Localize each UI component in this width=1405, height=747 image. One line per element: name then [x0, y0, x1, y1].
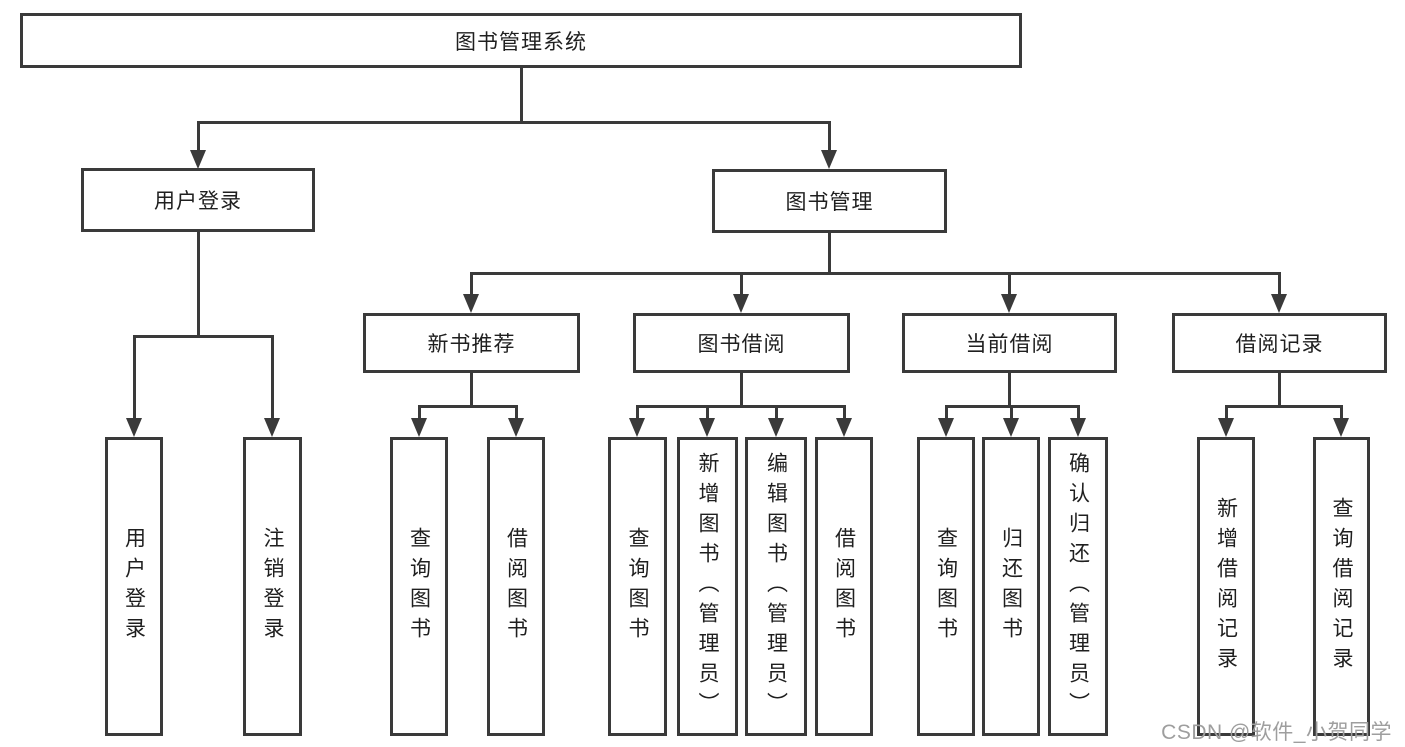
- leaf-add-book-admin-label: 新增图书（管理员）: [696, 451, 719, 722]
- connector-arrow: [411, 418, 427, 437]
- node-current-borrow-label: 当前借阅: [965, 333, 1054, 356]
- leaf-recommend-query-book: 查询图书: [390, 437, 448, 736]
- connector-arrow: [768, 418, 784, 437]
- connector-line: [271, 335, 274, 420]
- node-new-book-recommend: 新书推荐: [363, 313, 580, 373]
- connector-line: [740, 373, 743, 405]
- leaf-edit-book-admin: 编辑图书（管理员）: [745, 437, 807, 736]
- connector-line: [418, 405, 421, 421]
- leaf-confirm-return-admin-label: 确认归还（管理员）: [1066, 451, 1090, 722]
- connector-line: [1008, 373, 1011, 405]
- connector-arrow: [508, 418, 524, 437]
- connector-line: [197, 121, 831, 124]
- leaf-edit-book-admin-label: 编辑图书（管理员）: [764, 451, 788, 722]
- leaf-borrow-book: 借阅图书: [815, 437, 873, 736]
- connector-arrow: [1333, 418, 1349, 437]
- connector-line: [1225, 405, 1228, 421]
- leaf-logout: 注销登录: [243, 437, 302, 736]
- connector-arrow: [733, 294, 749, 313]
- connector-arrow: [1003, 418, 1019, 437]
- connector-line: [1008, 272, 1011, 296]
- leaf-recommend-borrow-book-label: 借阅图书: [504, 526, 528, 647]
- leaf-logout-label: 注销登录: [261, 526, 284, 647]
- connector-arrow: [1001, 294, 1017, 313]
- csdn-watermark: CSDN @软件_小贺同学: [1161, 721, 1392, 744]
- node-current-borrow: 当前借阅: [902, 313, 1117, 373]
- node-book-management-label: 图书管理: [785, 191, 874, 214]
- connector-arrow: [938, 418, 954, 437]
- connector-arrow: [126, 418, 142, 437]
- leaf-user-login: 用户登录: [105, 437, 163, 736]
- leaf-return-book-label: 归还图书: [999, 526, 1023, 647]
- connector-line: [775, 405, 778, 421]
- leaf-borrow-query-book-label: 查询图书: [626, 526, 649, 647]
- leaf-recommend-query-book-label: 查询图书: [407, 526, 431, 647]
- connector-line: [740, 272, 743, 296]
- connector-arrow: [190, 150, 206, 169]
- connector-line: [843, 405, 846, 421]
- connector-line: [1278, 373, 1281, 405]
- connector-line: [133, 335, 136, 420]
- connector-line: [828, 121, 831, 151]
- node-root-label: 图书管理系统: [455, 30, 587, 54]
- leaf-borrow-query-book: 查询图书: [608, 437, 667, 736]
- node-new-book-recommend-label: 新书推荐: [427, 333, 516, 356]
- node-user-login: 用户登录: [81, 168, 315, 232]
- leaf-query-borrow-record-label: 查询借阅记录: [1330, 496, 1353, 677]
- leaf-confirm-return-admin: 确认归还（管理员）: [1048, 437, 1108, 736]
- leaf-add-borrow-record: 新增借阅记录: [1197, 437, 1255, 736]
- connector-arrow: [264, 418, 280, 437]
- connector-line: [470, 272, 1281, 275]
- connector-arrow: [629, 418, 645, 437]
- leaf-current-query-book-label: 查询图书: [934, 526, 958, 647]
- connector-arrow: [1070, 418, 1086, 437]
- leaf-current-query-book: 查询图书: [917, 437, 975, 736]
- connector-arrow: [836, 418, 852, 437]
- connector-line: [1340, 405, 1343, 421]
- node-user-login-label: 用户登录: [154, 190, 242, 213]
- leaf-add-borrow-record-label: 新增借阅记录: [1214, 496, 1238, 677]
- node-book-borrow-label: 图书借阅: [697, 333, 786, 356]
- connector-line: [515, 405, 518, 421]
- connector-arrow: [699, 418, 715, 437]
- connector-line: [1278, 272, 1281, 296]
- leaf-borrow-book-label: 借阅图书: [832, 526, 856, 647]
- leaf-user-login-label: 用户登录: [122, 526, 146, 647]
- leaf-return-book: 归还图书: [982, 437, 1040, 736]
- node-book-management: 图书管理: [712, 169, 947, 233]
- connector-line: [470, 272, 473, 296]
- connector-arrow: [1218, 418, 1234, 437]
- connector-arrow: [821, 150, 837, 169]
- connector-line: [945, 405, 948, 421]
- connector-line: [1077, 405, 1080, 421]
- leaf-query-borrow-record: 查询借阅记录: [1313, 437, 1370, 736]
- connector-line: [418, 405, 518, 408]
- node-borrow-record: 借阅记录: [1172, 313, 1387, 373]
- node-book-borrow: 图书借阅: [633, 313, 850, 373]
- connector-line: [470, 373, 473, 405]
- connector-line: [197, 121, 200, 151]
- connector-arrow: [1271, 294, 1287, 313]
- leaf-recommend-borrow-book: 借阅图书: [487, 437, 545, 736]
- connector-line: [1010, 405, 1013, 421]
- connector-line: [706, 405, 709, 421]
- connector-line: [636, 405, 846, 408]
- connector-line: [133, 335, 274, 338]
- connector-line: [1225, 405, 1343, 408]
- connector-line: [636, 405, 639, 421]
- node-root: 图书管理系统: [20, 13, 1022, 68]
- connector-line: [520, 68, 523, 121]
- leaf-add-book-admin: 新增图书（管理员）: [677, 437, 738, 736]
- connector-line: [197, 232, 200, 335]
- connector-line: [828, 233, 831, 272]
- connector-arrow: [463, 294, 479, 313]
- node-borrow-record-label: 借阅记录: [1235, 333, 1324, 356]
